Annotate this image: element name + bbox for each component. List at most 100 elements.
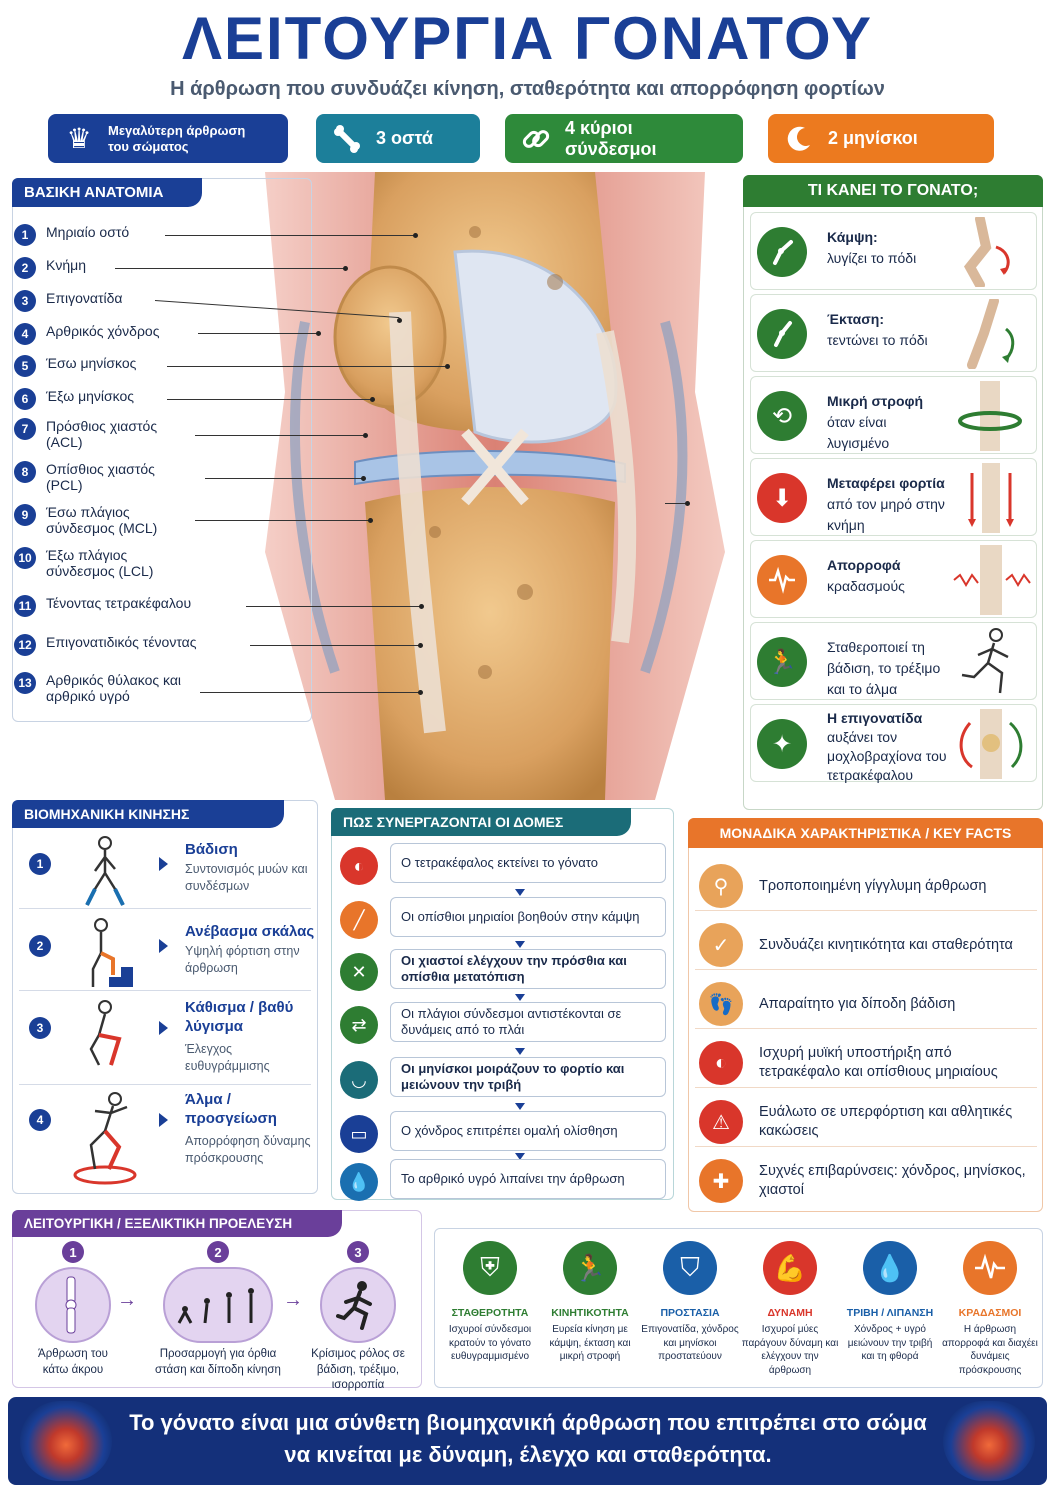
shield-check-icon: ✓ [699,923,743,967]
fact-row: ✚ Συχνές επιβαρύνσεις: χόνδρος, μηνίσκος… [695,1156,1037,1206]
cooperation-text: Οι χιαστοί ελέγχουν την πρόσθια και οπίσ… [390,949,666,989]
stair-climbing-figure [91,918,133,987]
function-desc: όταν είναι λυγισμένο [827,414,890,451]
number-badge: 2 [29,935,51,957]
meniscus-icon: ◡ [340,1061,378,1099]
anatomy-label: Αρθρικός θύλακος και αρθρικό υγρό [46,672,182,704]
pulse-icon [963,1241,1017,1295]
role-item: 💧 ΤΡΙΒΗ / ΛΙΠΑΝΣΗ Χόνδρος + υγρό μειώνου… [841,1241,939,1364]
anatomy-label: Οπίσθιος χιαστός (PCL) [46,461,155,493]
arrow-icon: → [283,1289,303,1311]
function-row: Έκταση:τεντώνει το πόδι [750,294,1037,372]
number-badge: 3 [14,290,36,312]
squatting-figure [89,1000,122,1066]
link-icon [519,122,553,156]
evolution-panel: ΛΕΙΤΟΥΡΓΙΚΗ / ΕΞΕΛΙΚΤΙΚΗ ΠΡΟΕΛΕΥΣΗ 1 Άρθ… [12,1210,422,1391]
number-badge: 3 [347,1241,369,1263]
function-row: ✦ Η επιγονατίδα αυξάνει τον μοχλοβραχίονα… [750,704,1037,783]
extension-icon [757,309,807,359]
anatomy-title: ΒΑΣΙΚΗ ΑΝΑΤΟΜΙΑ [12,178,202,207]
bicep-icon: 💪 [763,1241,817,1295]
cruciate-icon: ✕ [340,953,378,991]
fact-row: 👣 Απαραίτητο για δίποδη βάδιση [695,979,1037,1029]
page-subtitle: Η άρθρωση που συνδυάζει κίνηση, σταθερότ… [170,78,885,100]
evolution-text: Άρθρωση του κάτω άκρου [38,1348,108,1376]
pill-label: 4 κύριοι σύνδεσμοι [564,117,657,159]
cartilage-icon: ▭ [340,1115,378,1153]
cooperation-text: Ο χόνδρος επιτρέπει ομαλή ολίσθηση [390,1111,666,1151]
patella-icon: ✦ [757,719,807,769]
evolution-step: 2 Προσαρμογή για όρθια στάση και δίποδη … [153,1241,283,1378]
number-badge: 2 [207,1241,229,1263]
evolution-text: Κρίσιμος ρόλος σε βάδιση, τρέξιμο, ισορρ… [311,1348,405,1392]
functions-title: ΤΙ ΚΑΝΕΙ ΤΟ ΓΟΝΑΤΟ; [743,175,1043,207]
knee-functions-panel: ΤΙ ΚΑΝΕΙ ΤΟ ΓΟΝΑΤΟ; Κάμψη:λυγίζει το πόδ… [743,175,1043,810]
fact-row: ◐ Ισχυρή μυϊκή υποστήριξη από τετρακέφαλ… [695,1038,1037,1088]
flexion-icon [757,227,807,277]
footprints-icon: 👣 [699,982,743,1026]
pill-label: Μεγαλύτερη άρθρωση του σώματος [108,122,246,154]
load-icon: ⬇ [757,473,807,523]
basic-anatomy-panel: ΒΑΣΙΚΗ ΑΝΑΤΟΜΙΑ [12,178,312,722]
cooperation-row: ◡ Οι μηνίσκοι μοιράζουν το φορτίο και με… [338,1057,668,1101]
muscle-icon: ◐ [699,1041,743,1085]
hamstring-icon: ╱ [340,901,378,939]
biomechanics-row: 4 Άλμα / προσγείωση Απορρόφηση δύναμης π… [19,1087,311,1187]
arrow-icon [159,1021,168,1035]
cooperation-row: 💧 Το αρθρικό υγρό λιπαίνει την άρθρωση [338,1159,668,1203]
anatomy-label: Τένοντας τετρακέφαλου [46,595,192,611]
biomechanics-desc: Συντονισμός μυών και συνδέσμων [185,862,308,893]
number-badge: 2 [14,257,36,279]
role-desc: Ισχυροί σύνδεσμοι κρατούν το γόνατο ευθυ… [448,1324,532,1362]
arrow-icon [159,939,168,953]
biomechanics-panel: ΒΙΟΜΗΧΑΝΙΚΗ ΚΙΝΗΣΗΣ 1 Βάδιση Συντονισμός… [12,800,318,1194]
droplet-icon: 💧 [340,1163,378,1201]
crescent-icon [782,122,816,156]
anatomy-label: Επιγονατίδα [46,290,123,306]
biomechanics-title-text: Άλμα / προσγείωση [185,1091,277,1127]
function-title: Σταθεροποιεί τη [827,639,925,655]
crown-icon: ♛ [66,122,92,154]
cooperation-text: Οι πλάγιοι σύνδεσμοι αντιστέκονται σε δυ… [390,1002,666,1042]
extending-leg-illustration [967,299,1015,369]
cooperation-text: Το αρθρικό υγρό λιπαίνει την άρθρωση [390,1159,666,1199]
biomechanics-desc: Απορρόφηση δύναμης πρόσκρουσης [185,1134,311,1165]
role-item: 💪 ΔΥΝΑΜΗ Ισχυροί μύες παράγουν δύναμη κα… [741,1241,839,1377]
biomechanics-title-text: Βάδιση [185,841,238,858]
role-title: ΔΥΝΑΜΗ [767,1307,813,1319]
number-badge: 4 [14,323,36,345]
fact-text: Ευάλωτο σε υπερφόρτιση και αθλητικές κακ… [759,1104,1013,1139]
pill-label: 3 οστά [376,128,433,148]
evolution-text: Προσαρμογή για όρθια στάση και δίποδη κί… [155,1348,281,1376]
warning-icon: ⚠ [699,1100,743,1144]
fact-pill-ligaments: 4 κύριοι σύνδεσμοι [505,114,743,163]
biomechanics-desc: Έλεγχος ευθυγράμμισης [185,1042,270,1073]
knee-glow-icon [943,1401,1035,1481]
key-facts-panel: ΜΟΝΑΔΙΚΑ ΧΑΡΑΚΤΗΡΙΣΤΙΚΑ / KEY FACTS ⚲ Τρ… [688,818,1043,1212]
function-desc: αυξάνει τον μοχλοβραχίονα του τετρακέφαλ… [827,728,947,783]
fact-text: Απαραίτητο για δίποδη βάδιση [759,995,956,1012]
role-title: ΚΙΝΗΤΙΚΟΤΗΤΑ [551,1307,629,1319]
function-title: Η επιγονατίδα [827,710,923,726]
number-badge: 4 [29,1109,51,1131]
rotation-icon: ⟲ [757,391,807,441]
number-badge: 10 [14,547,36,569]
role-title: ΚΡΑΔΑΣΜΟΙ [958,1307,1022,1319]
biomechanics-row: 2 Ανέβασμα σκάλας Υψηλή φόρτιση στην άρθ… [19,913,314,991]
cooperation-row: ▭ Ο χόνδρος επιτρέπει ομαλή ολίσθηση [338,1111,668,1155]
load-transfer-illustration [968,463,1014,533]
runner-icon: 🏃 [563,1241,617,1295]
walking-figure [85,836,125,906]
biomechanics-desc: Υψηλή φόρτιση στην άρθρωση [185,944,300,975]
anatomy-label: Έξω μηνίσκος [46,388,135,404]
joint-icon: ⚲ [699,864,743,908]
function-title: Απορροφά [827,557,901,573]
number-badge: 1 [29,853,51,875]
function-desc: βάδιση, το τρέξιμο και το άλμα [827,660,941,697]
shock-absorption-illustration [953,545,1031,615]
